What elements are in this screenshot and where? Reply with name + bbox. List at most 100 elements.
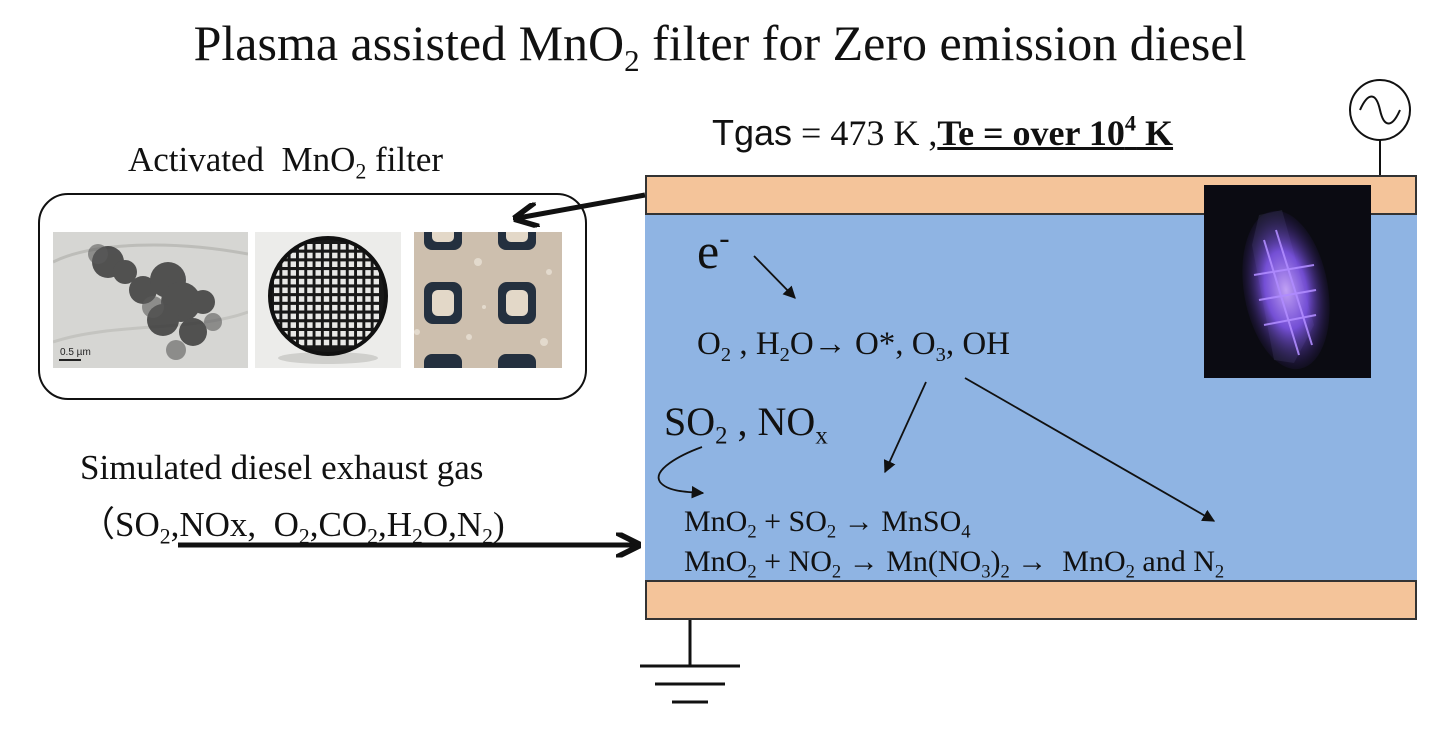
disc-cell (332, 313, 338, 320)
disc-cell (298, 331, 305, 337)
disc-cell (290, 261, 296, 267)
disc-cell (307, 331, 313, 337)
disc-cell (315, 339, 321, 346)
disc-cell (348, 252, 355, 259)
disc-cell (323, 261, 330, 267)
tem-image (53, 232, 248, 368)
disc-cell (282, 322, 288, 328)
disc-cell (290, 278, 296, 285)
disc-cell (357, 322, 363, 328)
disc-cell (340, 322, 346, 328)
disc-cell (357, 252, 363, 259)
tem-particle-cluster (53, 232, 248, 368)
disc-cell (373, 270, 379, 276)
disc-cell (357, 278, 363, 285)
disc-cell (348, 278, 355, 285)
disc-cell (332, 261, 338, 267)
disc-cell (274, 313, 280, 320)
disc-cell (315, 322, 321, 328)
electron-label: e- (697, 222, 730, 280)
page-title: Plasma assisted MnO2 filter for Zero emi… (0, 14, 1440, 76)
disc-cell (340, 244, 346, 250)
pollutants-label: SO2 , NOx (664, 399, 828, 450)
disc-cell (348, 287, 355, 294)
te-unit: K (1136, 113, 1174, 153)
disc-cell (323, 278, 330, 285)
disc-cell (332, 287, 338, 294)
disc-cell (340, 287, 346, 294)
disc-cell (290, 270, 296, 276)
disc-cell (298, 261, 305, 267)
disc-cell (315, 296, 321, 302)
te-exponent: 4 (1124, 110, 1137, 136)
disc-cell (290, 331, 296, 337)
disc-cell (290, 287, 296, 294)
disc-cell (323, 304, 330, 311)
disc-cell (298, 339, 305, 346)
disc-cell (332, 244, 338, 250)
title-sub-2: 2 (624, 42, 640, 78)
disc-cell (307, 252, 313, 259)
disc-cell (298, 296, 305, 302)
disc-cell (365, 261, 371, 267)
disc-cell (373, 296, 379, 302)
disc-cell (323, 322, 330, 328)
disc-cell (332, 331, 338, 337)
disc-cell (307, 261, 313, 267)
disc-cell (373, 304, 379, 311)
disc-cell (298, 252, 305, 259)
disc-cell (307, 322, 313, 328)
disc-cell (307, 270, 313, 276)
disc-cell (315, 252, 321, 259)
ground-icon (640, 620, 740, 704)
disc-cell (315, 313, 321, 320)
disc-cell (315, 331, 321, 337)
disc-cell (357, 287, 363, 294)
disc-cell (348, 261, 355, 267)
electron-symbol: e (697, 223, 720, 279)
disc-cell (348, 322, 355, 328)
disc-cell (340, 278, 346, 285)
disc-cell (340, 331, 346, 337)
disc-cell (348, 270, 355, 276)
disc-cell (340, 313, 346, 320)
disc-cell (365, 287, 371, 294)
electron-temperature: Te = over 104 K (937, 110, 1174, 153)
disc-cell (323, 296, 330, 302)
disc-cell (298, 304, 305, 311)
disc-cell (340, 304, 346, 311)
scale-bar-label: 0.5 µm (60, 347, 91, 358)
disc-cell (340, 339, 346, 346)
disc-cell (365, 296, 371, 302)
disc-cell (332, 296, 338, 302)
honeycomb-disc-photo (255, 232, 401, 368)
disc-cell (332, 270, 338, 276)
disc-cell (282, 313, 288, 320)
disc-cell (274, 278, 280, 285)
bottom-electrode (645, 580, 1417, 620)
disc-cell (323, 339, 330, 346)
disc-grid (255, 232, 401, 368)
ac-source-icon (1349, 79, 1411, 175)
disc-cell (307, 339, 313, 346)
disc-cell (373, 278, 379, 285)
nitrate-reaction: MnO2 + NO2 → Mn(NO3)2 → MnO2 and N2 (684, 545, 1225, 583)
tgas-value: = 473 K , (792, 113, 938, 153)
disc-cell (332, 304, 338, 311)
disc-cell (357, 313, 363, 320)
electron-charge: - (719, 219, 730, 255)
disc-cell (282, 261, 288, 267)
disc-cell (315, 270, 321, 276)
exhaust-gas-composition: （SO2,NOx, O2,CO2,H2O,N2) (80, 505, 505, 549)
filter-caption: Activated MnO2 filter (128, 140, 444, 184)
disc-cell (298, 287, 305, 294)
disc-cell (290, 296, 296, 302)
disc-cell (365, 313, 371, 320)
disc-cell (290, 313, 296, 320)
disc-cell (348, 331, 355, 337)
disc-cell (332, 322, 338, 328)
disc-cell (340, 252, 346, 259)
disc-cell (315, 244, 321, 250)
te-label: Te = over 10 (937, 113, 1125, 153)
disc-cell (298, 244, 305, 250)
